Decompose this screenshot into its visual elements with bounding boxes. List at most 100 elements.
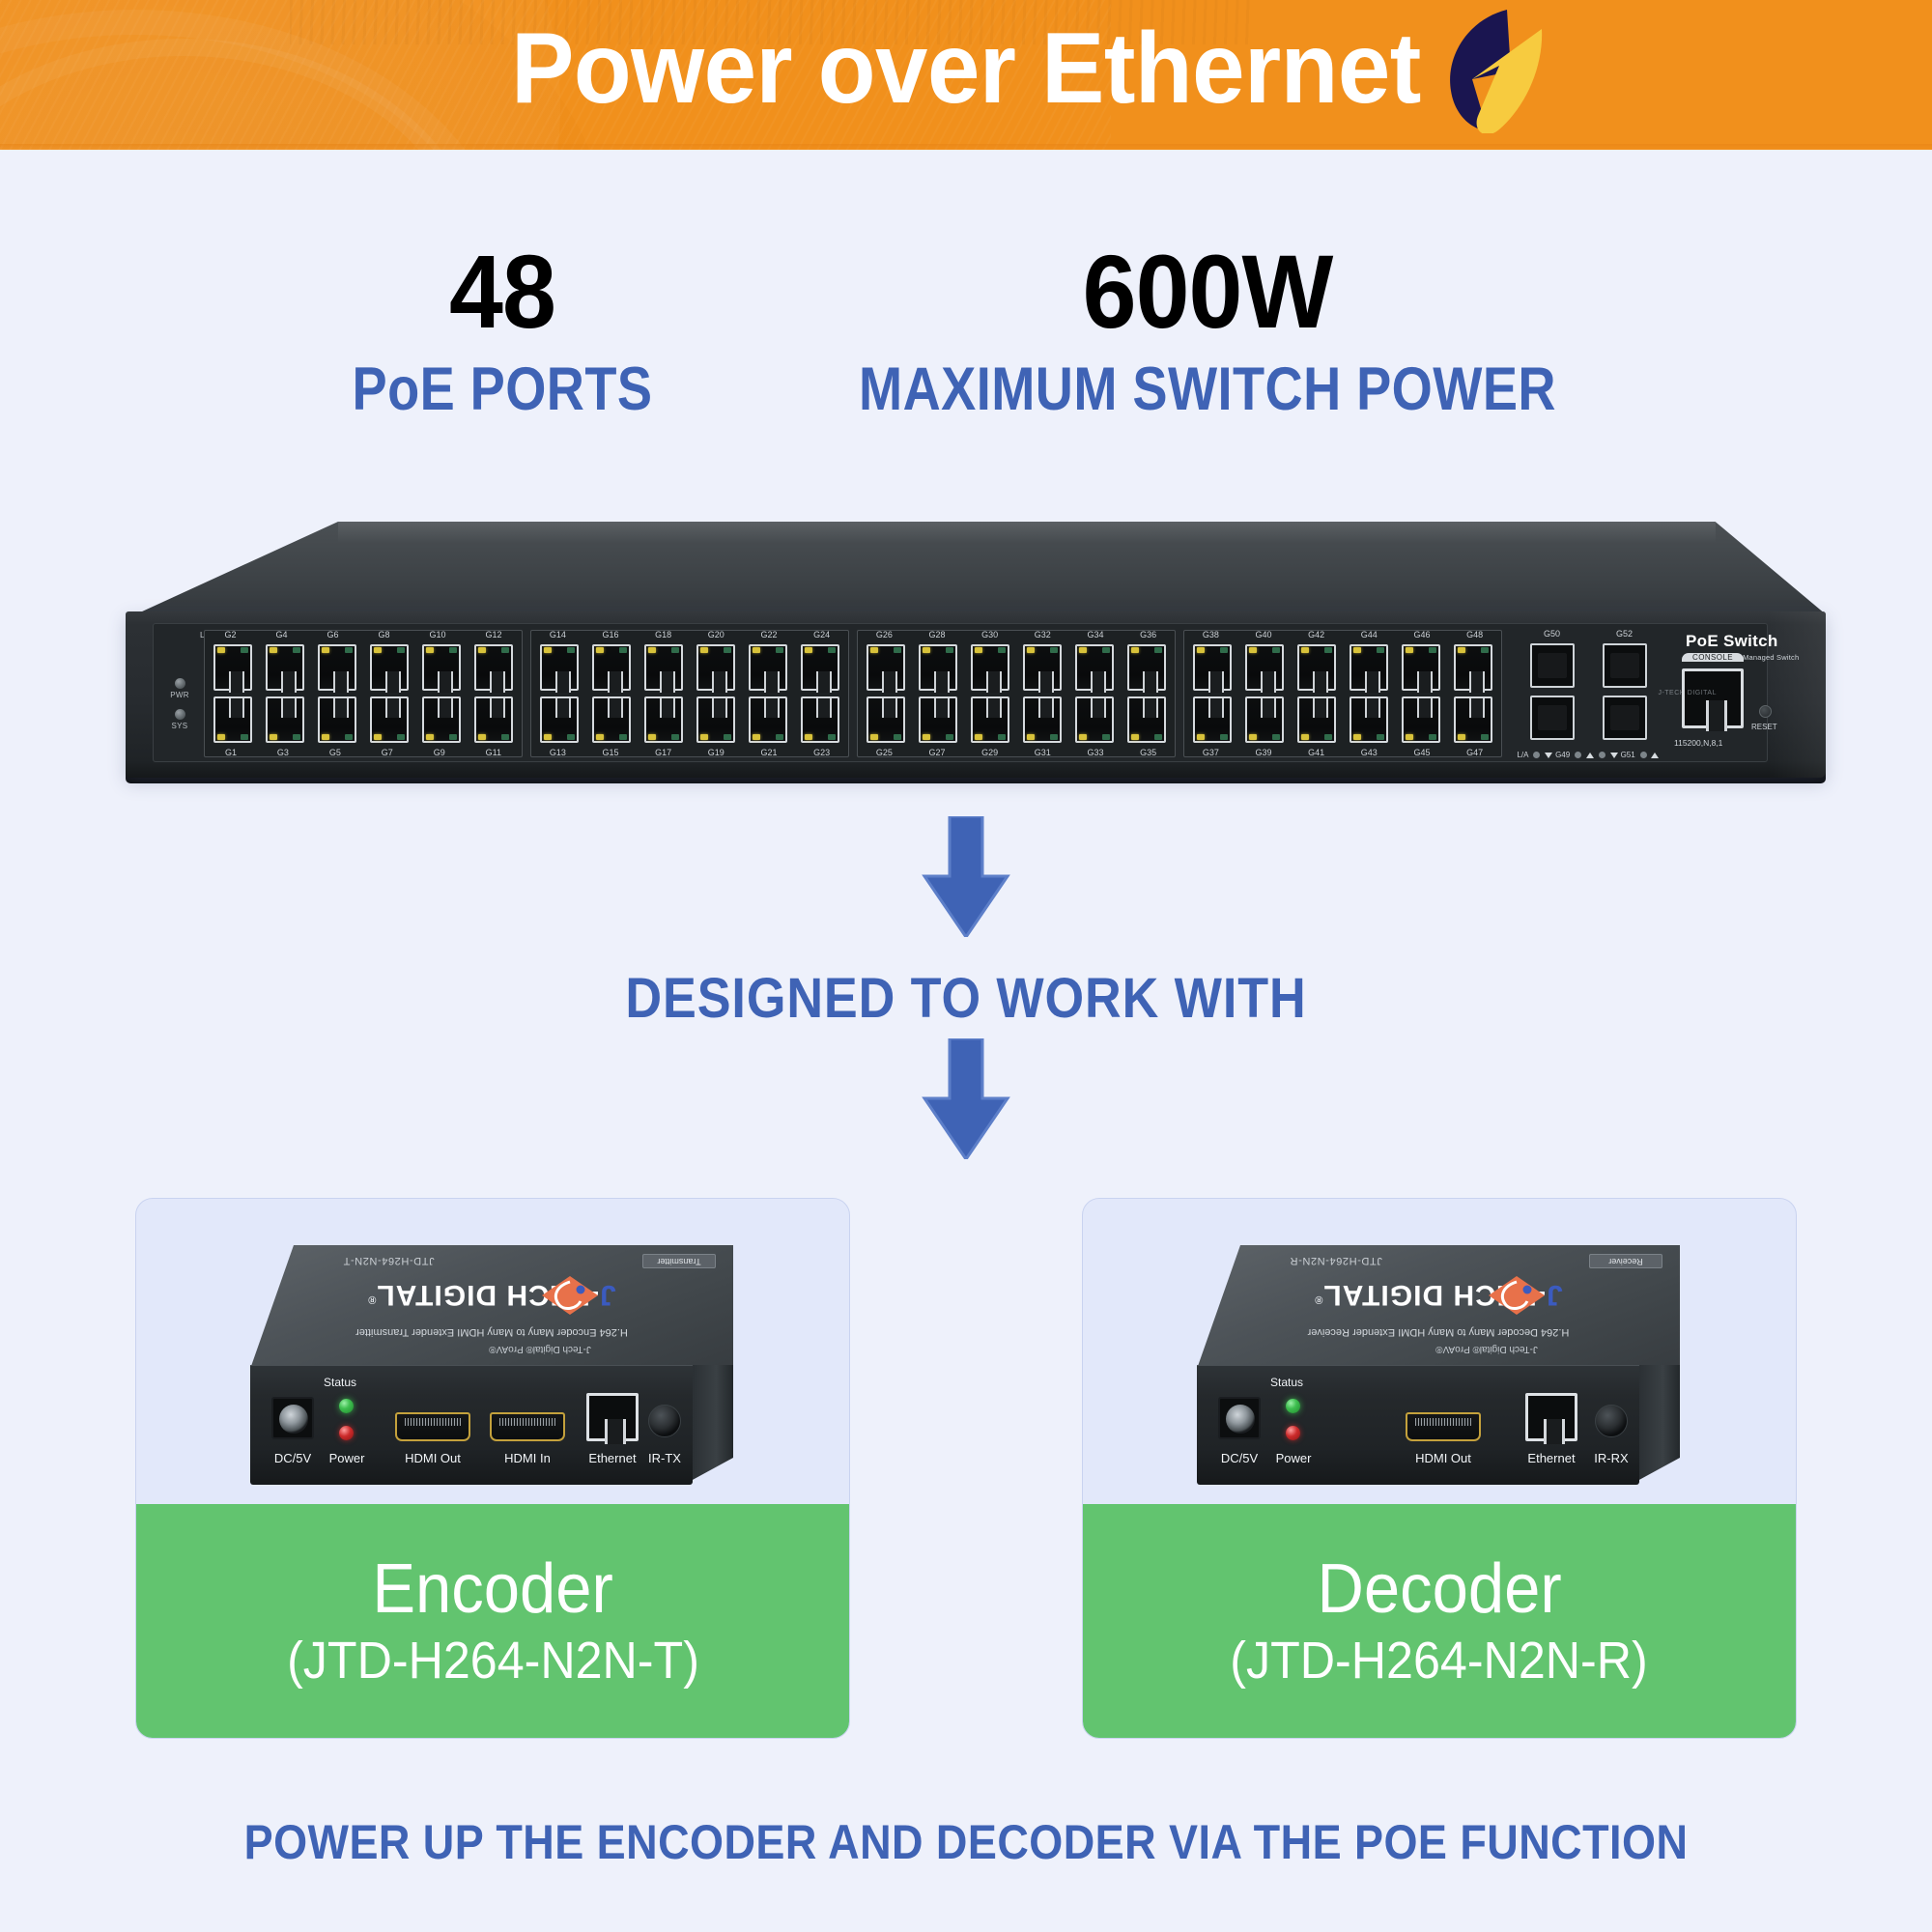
- rj45-port-G45[interactable]: [1402, 696, 1440, 743]
- rj45-port-G48[interactable]: [1454, 644, 1492, 693]
- encoder-caption-ethernet: Ethernet: [588, 1451, 637, 1465]
- rj45-port-G40[interactable]: [1245, 644, 1284, 693]
- port-led-amber-icon: [975, 734, 982, 740]
- port-led-amber-icon: [700, 734, 708, 740]
- rj45-port-G39[interactable]: [1245, 696, 1284, 743]
- decoder-dc-jack[interactable]: [1218, 1397, 1261, 1439]
- down-arrow-icon-top: [913, 814, 1019, 940]
- port-label: G10: [429, 630, 446, 639]
- rj45-port-G24[interactable]: [801, 644, 839, 693]
- reset-button[interactable]: [1759, 705, 1772, 718]
- rj45-port-G46[interactable]: [1402, 644, 1440, 693]
- port-led-green-icon: [946, 647, 953, 653]
- encoder-ethernet-port[interactable]: [586, 1393, 639, 1444]
- rj45-port-G20[interactable]: [696, 644, 735, 693]
- port-label: G16: [602, 630, 619, 639]
- product-card-encoder[interactable]: JTD-H264-N2N-T Transmitter J-TECH DIGITA…: [135, 1198, 850, 1739]
- sfp-slot[interactable]: [1602, 643, 1647, 688]
- rj45-port-G44[interactable]: [1350, 644, 1388, 693]
- sfp-slot[interactable]: [1529, 643, 1575, 688]
- decoder-ethernet-port[interactable]: [1525, 1393, 1577, 1444]
- rj45-port-G18[interactable]: [644, 644, 683, 693]
- port-led-amber-icon: [217, 647, 225, 653]
- encoder-name-band: Encoder (JTD-H264-N2N-T): [136, 1504, 849, 1738]
- rj45-port-G15[interactable]: [592, 696, 631, 743]
- port-label: G14: [549, 630, 566, 639]
- decoder-ir-rx-jack[interactable]: [1595, 1405, 1628, 1437]
- port-led-amber-icon: [1458, 647, 1465, 653]
- rj45-port-G14[interactable]: [540, 644, 579, 693]
- encoder-hdmi-in-port[interactable]: [490, 1412, 565, 1441]
- rj45-port-G17[interactable]: [644, 696, 683, 743]
- port-led-green-icon: [293, 647, 300, 653]
- rj45-port-G3[interactable]: [266, 696, 304, 743]
- switch-brand-name: PoE Switch: [1686, 632, 1778, 650]
- rj45-port-G32[interactable]: [1023, 644, 1062, 693]
- rj45-port-G16[interactable]: [592, 644, 631, 693]
- rj45-port-G21[interactable]: [749, 696, 787, 743]
- rj45-port-G9[interactable]: [422, 696, 461, 743]
- decoder-side-panel: [1637, 1365, 1680, 1481]
- sfp-dot-icon: [1598, 752, 1605, 758]
- port-led-amber-icon: [374, 647, 382, 653]
- rj45-port-G5[interactable]: [318, 696, 356, 743]
- rj45-port-G37[interactable]: [1193, 696, 1232, 743]
- rj45-port-G29[interactable]: [971, 696, 1009, 743]
- encoder-dc-jack[interactable]: [271, 1397, 314, 1439]
- port-label: G11: [485, 748, 501, 757]
- reset-label: RESET: [1751, 723, 1777, 731]
- rj45-port-G19[interactable]: [696, 696, 735, 743]
- sfp-slot[interactable]: [1602, 696, 1647, 740]
- rj45-port-G34[interactable]: [1075, 644, 1114, 693]
- rj45-port-G11[interactable]: [474, 696, 513, 743]
- encoder-ir-tx-jack[interactable]: [648, 1405, 681, 1437]
- sfp-la-label: L/A: [1517, 751, 1529, 759]
- rj45-port-G31[interactable]: [1023, 696, 1062, 743]
- rj45-port-G13[interactable]: [540, 696, 579, 743]
- rj45-port-G7[interactable]: [370, 696, 409, 743]
- port-led-green-icon: [1220, 647, 1228, 653]
- rj45-port-G38[interactable]: [1193, 644, 1232, 693]
- port-row-down: [533, 696, 846, 743]
- rj45-port-G47[interactable]: [1454, 696, 1492, 743]
- encoder-caption-hdmi-out: HDMI Out: [405, 1451, 461, 1465]
- sfp-arrow-up-icon: [1651, 752, 1660, 758]
- rj45-port-G43[interactable]: [1350, 696, 1388, 743]
- jtech-swoosh-icon: [540, 1274, 600, 1317]
- rj45-port-G6[interactable]: [318, 644, 356, 693]
- rj45-port-G4[interactable]: [266, 644, 304, 693]
- rj45-port-G42[interactable]: [1297, 644, 1336, 693]
- rj45-port-G10[interactable]: [422, 644, 461, 693]
- rj45-port-G33[interactable]: [1075, 696, 1114, 743]
- encoder-device-zone: JTD-H264-N2N-T Transmitter J-TECH DIGITA…: [136, 1199, 849, 1506]
- rj45-port-G23[interactable]: [801, 696, 839, 743]
- rj45-port-G27[interactable]: [919, 696, 957, 743]
- decoder-caption-ethernet: Ethernet: [1527, 1451, 1576, 1465]
- rj45-port-G36[interactable]: [1127, 644, 1166, 693]
- encoder-status-led-green-icon: [339, 1399, 354, 1413]
- rj45-port-G35[interactable]: [1127, 696, 1166, 743]
- rj45-port-G8[interactable]: [370, 644, 409, 693]
- encoder-hdmi-out-port[interactable]: [395, 1412, 470, 1441]
- rj45-port-G12[interactable]: [474, 644, 513, 693]
- port-label: G36: [1140, 630, 1157, 639]
- rj45-port-G25[interactable]: [867, 696, 905, 743]
- decoder-hdmi-out-port[interactable]: [1406, 1412, 1481, 1441]
- sfp-g49-label: G49: [1555, 751, 1571, 759]
- sfp-label: G50: [1543, 629, 1560, 639]
- rj45-port-G28[interactable]: [919, 644, 957, 693]
- decoder-brand-text: J-TECH DIGITAL®: [1255, 1278, 1622, 1311]
- product-card-decoder[interactable]: JTD-H264-N2N-R Receiver J-TECH DIGITAL®: [1082, 1198, 1797, 1739]
- console-port[interactable]: [1682, 668, 1744, 731]
- rj45-port-G26[interactable]: [867, 644, 905, 693]
- rj45-port-G41[interactable]: [1297, 696, 1336, 743]
- port-led-green-icon: [828, 734, 836, 740]
- port-label: G39: [1255, 748, 1272, 757]
- rj45-port-G22[interactable]: [749, 644, 787, 693]
- port-led-green-icon: [894, 734, 901, 740]
- rj45-port-G2[interactable]: [213, 644, 252, 693]
- decoder-caption-dc: DC/5V: [1220, 1451, 1259, 1465]
- sfp-slot[interactable]: [1529, 696, 1575, 740]
- rj45-port-G30[interactable]: [971, 644, 1009, 693]
- rj45-port-G1[interactable]: [213, 696, 252, 743]
